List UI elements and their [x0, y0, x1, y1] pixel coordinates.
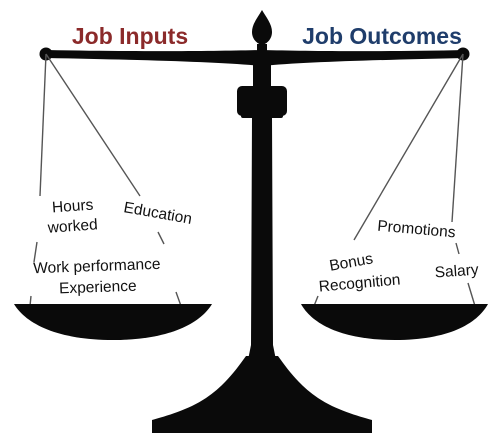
scale-finial-neck — [257, 44, 267, 54]
scale-base — [152, 356, 372, 433]
right-pan — [301, 304, 488, 340]
right-string-inner — [353, 53, 464, 241]
balance-scale — [39, 10, 470, 433]
scale-beam — [46, 50, 466, 66]
left-string-outer — [39, 53, 47, 197]
input-experience: Experience — [59, 278, 137, 298]
job-outcomes-heading: Job Outcomes — [302, 23, 462, 49]
outcome-recognition: Recognition — [318, 271, 401, 295]
outcome-salary: Salary — [434, 261, 479, 281]
input-hours-line1: Hours — [51, 197, 94, 217]
left-string-inner-base — [175, 291, 182, 307]
left-pan — [14, 304, 212, 340]
scale-pans — [14, 304, 488, 340]
scale-column — [248, 117, 276, 360]
right-string-outer — [451, 53, 464, 223]
outcome-bonus: Bonus — [328, 250, 374, 274]
input-education: Education — [122, 199, 193, 228]
scale-collar — [237, 86, 287, 116]
input-hours-line2: worked — [46, 216, 98, 237]
right-string-outer-base — [467, 282, 476, 307]
outcome-promotions: Promotions — [377, 218, 457, 242]
scale-finial — [252, 10, 272, 45]
left-string-outer-lower — [33, 241, 38, 263]
scale-collar-ring — [241, 112, 283, 118]
scale-column-upper — [253, 60, 271, 90]
job-inputs-heading: Job Inputs — [72, 23, 188, 49]
left-string-inner-lower — [157, 231, 165, 245]
left-string-inner — [45, 53, 141, 197]
input-work-performance: Work performance — [33, 256, 161, 277]
right-string-outer-lower — [455, 242, 460, 255]
